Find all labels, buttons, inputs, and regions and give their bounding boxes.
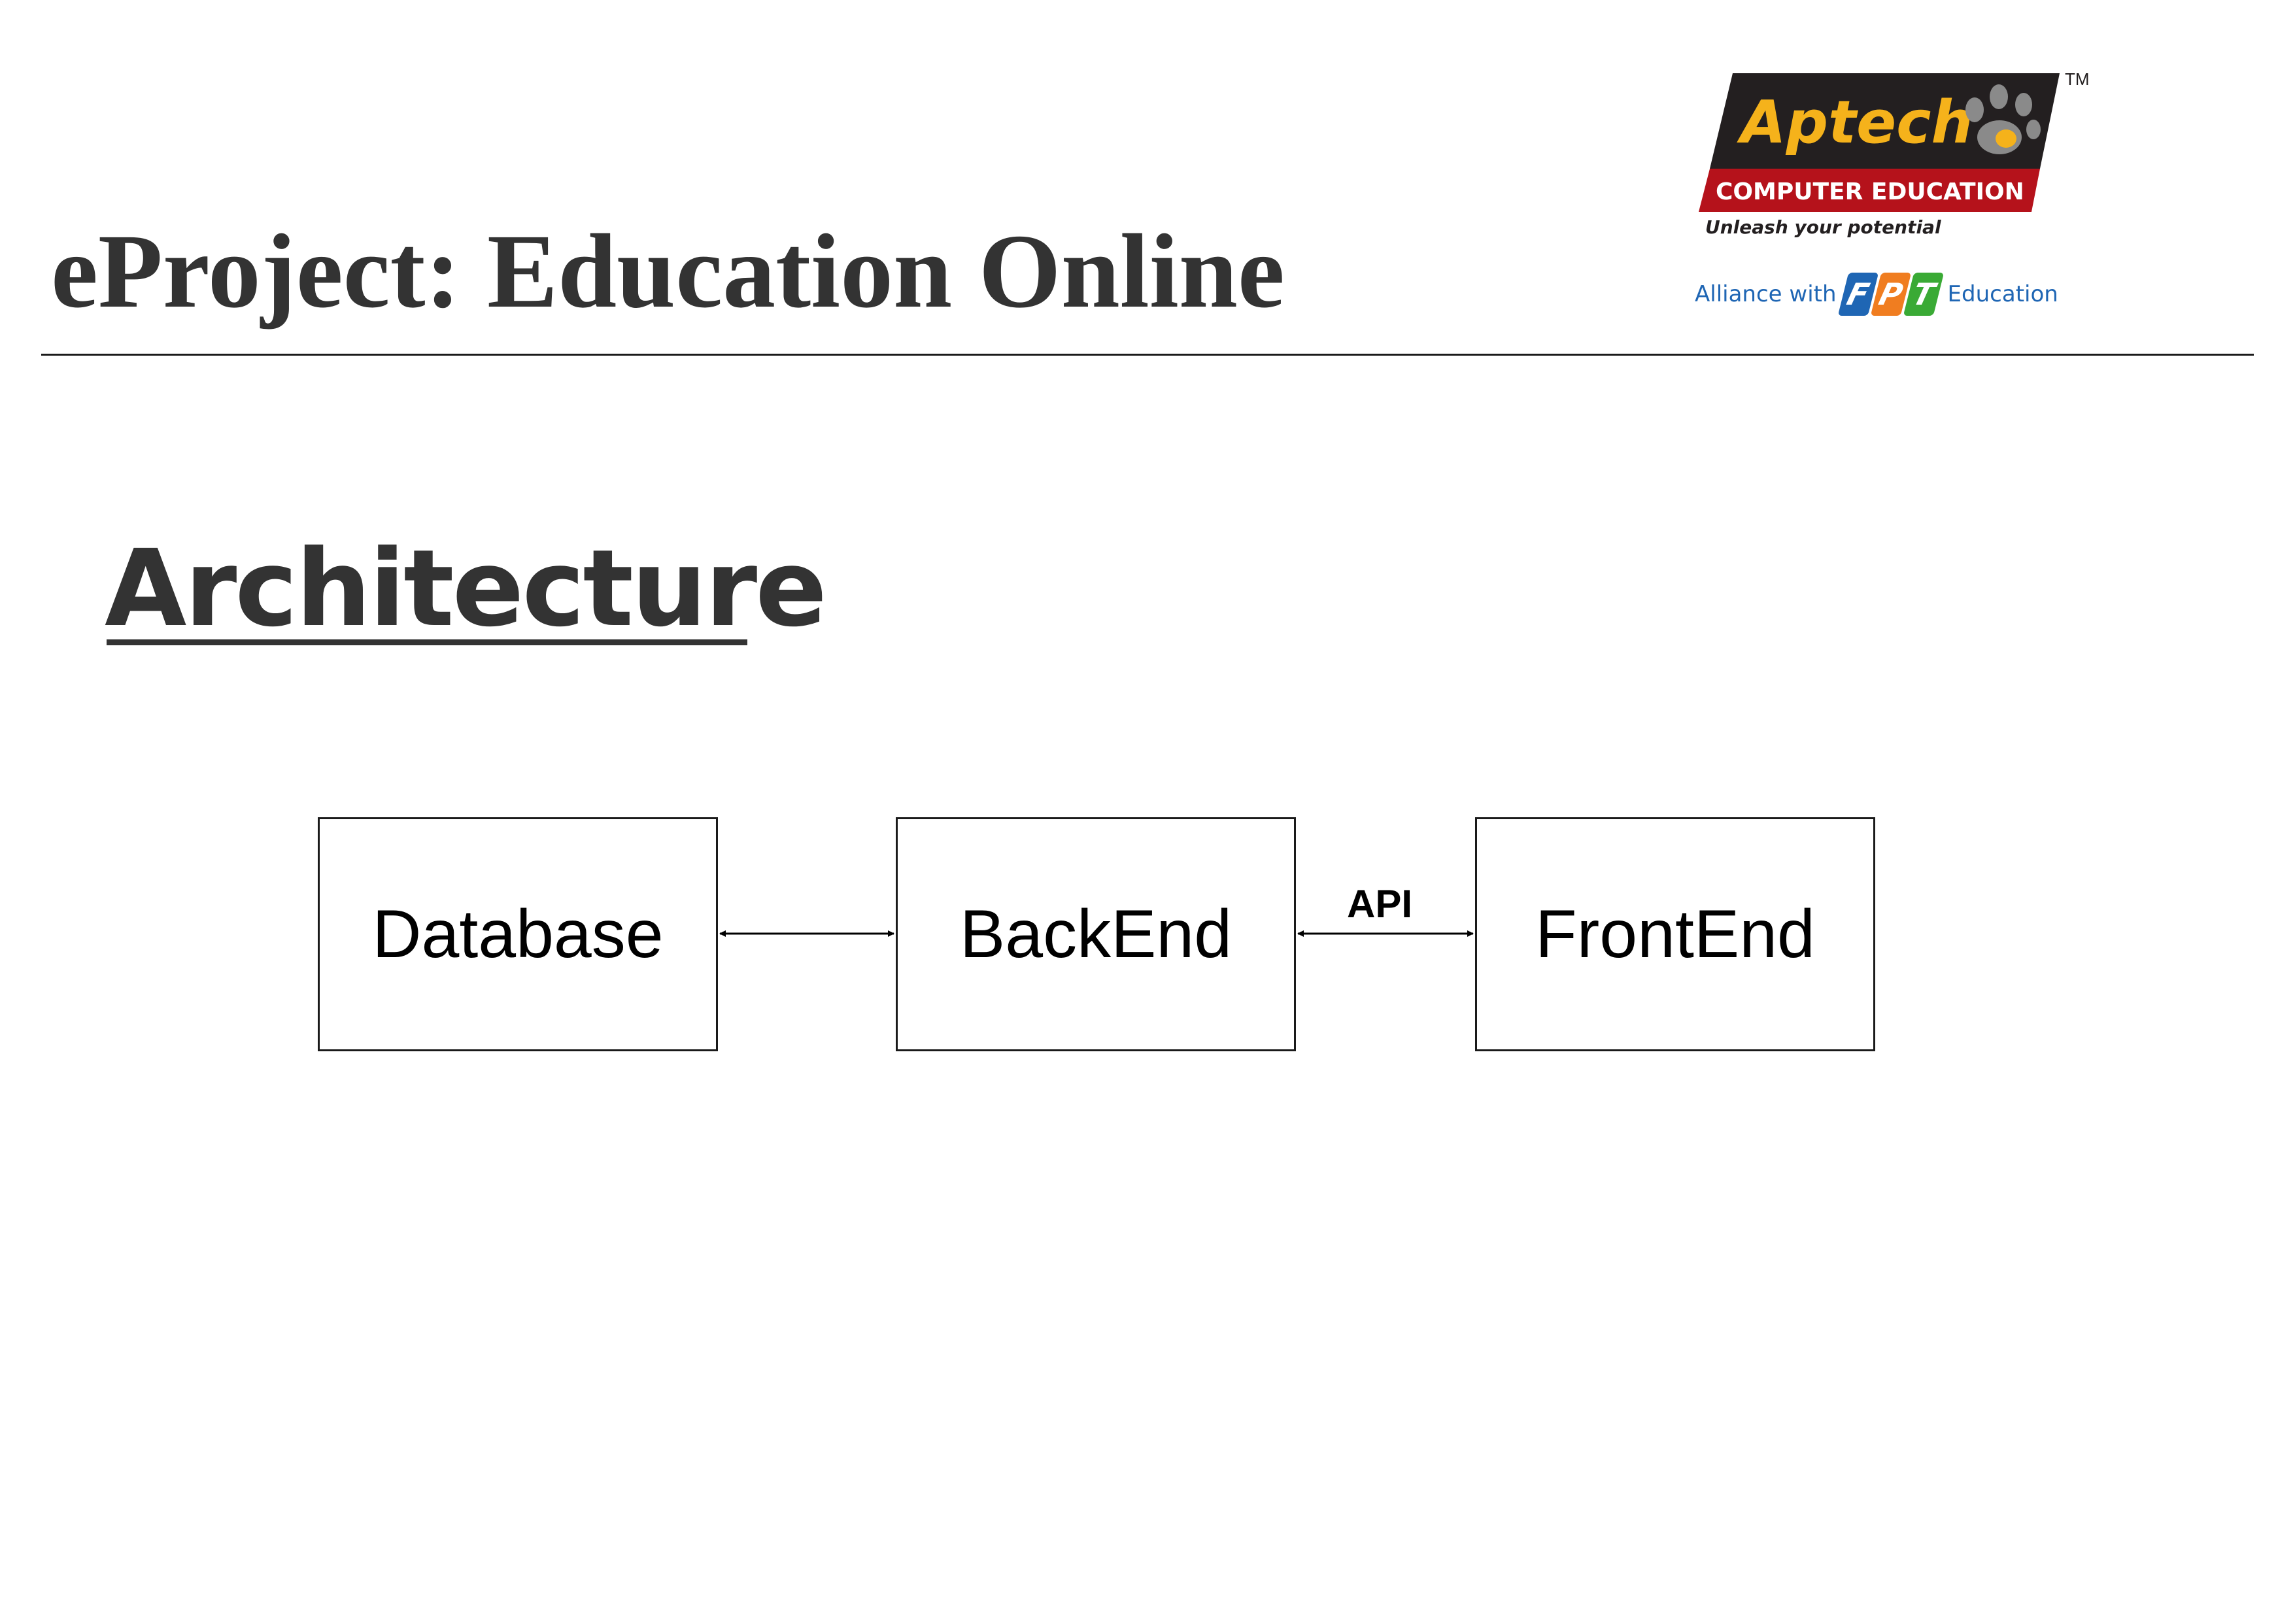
logo-brand-text: Aptech [1737, 88, 1973, 157]
paw-icon [1965, 84, 2041, 154]
alliance-prefix: Alliance with [1695, 281, 1837, 307]
section-heading-underline [107, 639, 747, 645]
logo-tagline-text: Unleash your potential [1705, 216, 1941, 238]
frontend-node: FrontEnd [1475, 817, 1875, 1051]
header-divider [41, 354, 2254, 356]
logo-division-text: COMPUTER EDUCATION [1716, 178, 2024, 205]
aptech-logo: Aptech TM COMPUTER EDUCATION Unleash you… [1699, 69, 2090, 238]
alliance-suffix: Education [1947, 281, 2058, 307]
backend-node: BackEnd [896, 817, 1296, 1051]
trademark-mark: TM [2065, 69, 2090, 89]
page-title: eProject: Education Online [51, 213, 1285, 330]
logo-red-band [1699, 169, 2040, 212]
api-connector-label: API [1347, 882, 1413, 926]
database-node: Database [318, 817, 718, 1051]
section-heading: Architecture [105, 528, 827, 651]
logo-black-band [1710, 73, 2060, 169]
